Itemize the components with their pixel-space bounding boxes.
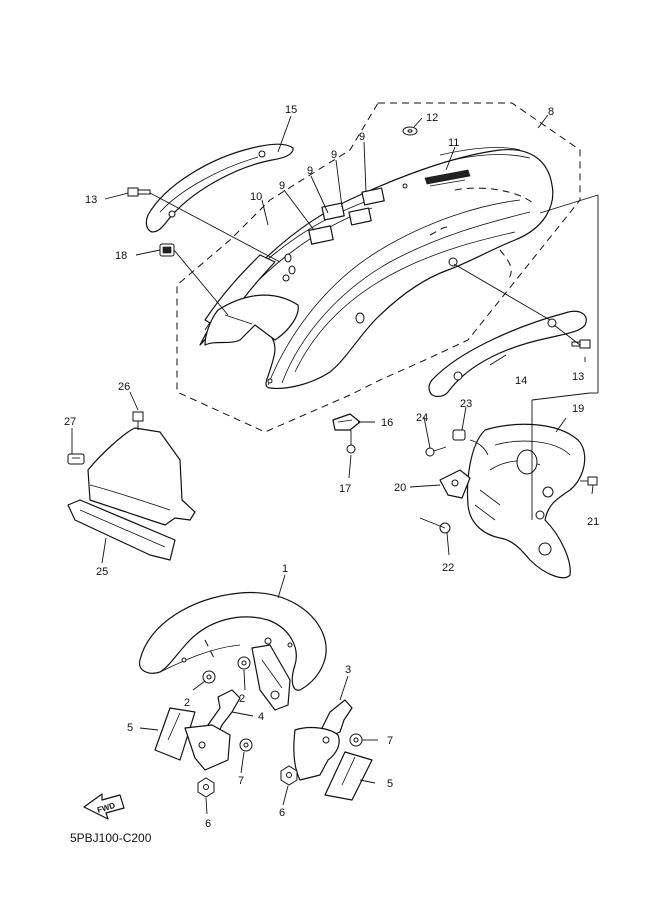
- rear-fender-assembly-outline: [176, 102, 581, 433]
- callout-9-a: 9: [359, 131, 365, 143]
- decal-label-3: [348, 207, 372, 226]
- callout-21: 21: [587, 516, 599, 528]
- bracket-left-lower[interactable]: [184, 724, 231, 771]
- bolt-2-right[interactable]: [237, 656, 251, 670]
- callout-27: 27: [64, 416, 76, 428]
- callout-6-left: 6: [205, 818, 211, 830]
- callout-18: 18: [115, 250, 127, 262]
- diagram-code: 5PBJ100-C200: [70, 831, 152, 845]
- reflector-5-left[interactable]: [154, 707, 196, 761]
- decal-label-4: [361, 187, 385, 206]
- callout-10: 10: [250, 191, 262, 203]
- nut-6-right[interactable]: [280, 765, 298, 786]
- callout-9-c: 9: [307, 165, 313, 177]
- washer-12[interactable]: [402, 126, 418, 136]
- callout-23: 23: [460, 398, 472, 410]
- bolt-7-left[interactable]: [239, 738, 253, 752]
- clip-27[interactable]: [67, 453, 85, 465]
- callout-4: 4: [258, 711, 264, 723]
- callout-13-left: 13: [85, 194, 97, 206]
- bolt-7-right[interactable]: [349, 733, 363, 747]
- grab-bar-left[interactable]: [145, 143, 294, 233]
- bolt-21[interactable]: [580, 476, 598, 486]
- callout-7-right: 7: [387, 735, 393, 747]
- screw-17[interactable]: [346, 430, 356, 454]
- callout-1: 1: [282, 563, 288, 575]
- grommet-18[interactable]: [159, 243, 175, 257]
- forward-direction-arrow: FWD: [83, 793, 125, 820]
- callout-5-left: 5: [127, 722, 133, 734]
- callout-9-b: 9: [331, 149, 337, 161]
- rear-inner-flap[interactable]: [204, 294, 299, 346]
- callout-15: 15: [285, 104, 297, 116]
- callout-8: 8: [548, 106, 554, 118]
- callout-2-right: 2: [239, 693, 245, 705]
- clip-16[interactable]: [332, 413, 361, 431]
- nut-6-left[interactable]: [197, 777, 215, 798]
- reflector-5-right[interactable]: [324, 751, 373, 801]
- bolt-13-left[interactable]: [127, 187, 151, 197]
- callout-25: 25: [96, 566, 108, 578]
- rear-flap[interactable]: [67, 427, 196, 561]
- fender-emblem: [424, 169, 471, 187]
- decal-label-2: [321, 202, 345, 221]
- callout-17: 17: [339, 483, 351, 495]
- callout-19: 19: [572, 403, 584, 415]
- callout-24: 24: [416, 412, 428, 424]
- callout-11: 11: [448, 137, 459, 149]
- bolt-26[interactable]: [132, 411, 144, 430]
- grab-bar-right[interactable]: [428, 310, 587, 398]
- callout-5-right: 5: [387, 778, 393, 790]
- callout-14: 14: [515, 375, 527, 387]
- callout-20: 20: [394, 482, 406, 494]
- callout-2-left: 2: [184, 697, 190, 709]
- bracket-20[interactable]: [439, 469, 471, 499]
- callout-16: 16: [381, 417, 393, 429]
- bolt-2-left[interactable]: [202, 670, 216, 684]
- decal-label-1: [308, 225, 334, 245]
- callout-22: 22: [442, 562, 454, 574]
- callout-9-d: 9: [279, 180, 285, 192]
- fender-stay-3[interactable]: [293, 699, 353, 781]
- callout-6-right: 6: [279, 807, 285, 819]
- leader-lines: [71, 114, 599, 815]
- front-fender[interactable]: [138, 591, 327, 691]
- callout-labels: 1 2 2 3 4 5 5 6 6 7 7 8 9 9 9 9 10 11 12…: [64, 104, 599, 830]
- tail-light-bracket[interactable]: [466, 423, 586, 579]
- callout-13-right: 13: [572, 371, 584, 383]
- callout-26: 26: [118, 381, 130, 393]
- callout-3: 3: [345, 664, 351, 676]
- collar-23[interactable]: [452, 429, 466, 441]
- callout-7-left: 7: [238, 775, 244, 787]
- screw-24[interactable]: [425, 446, 447, 457]
- callout-12: 12: [426, 112, 438, 124]
